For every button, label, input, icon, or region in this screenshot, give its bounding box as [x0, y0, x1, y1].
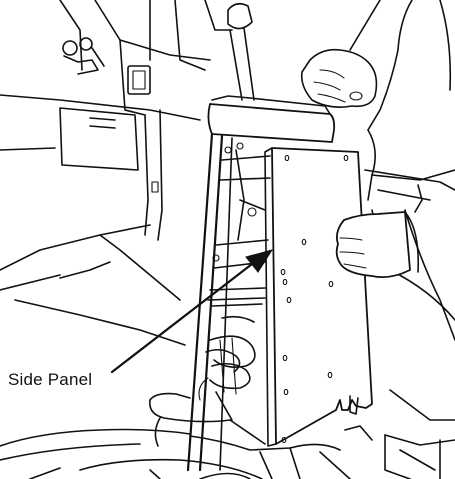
arrowhead-icon: [246, 250, 272, 272]
upper-hand: [302, 0, 380, 107]
side-panel: [265, 148, 372, 446]
side-panel-label: Side Panel: [8, 370, 92, 390]
shift-lever: [228, 4, 254, 100]
callout-leader: [112, 250, 272, 372]
dashboard-background: [0, 0, 232, 345]
lower-hand: [337, 212, 419, 277]
